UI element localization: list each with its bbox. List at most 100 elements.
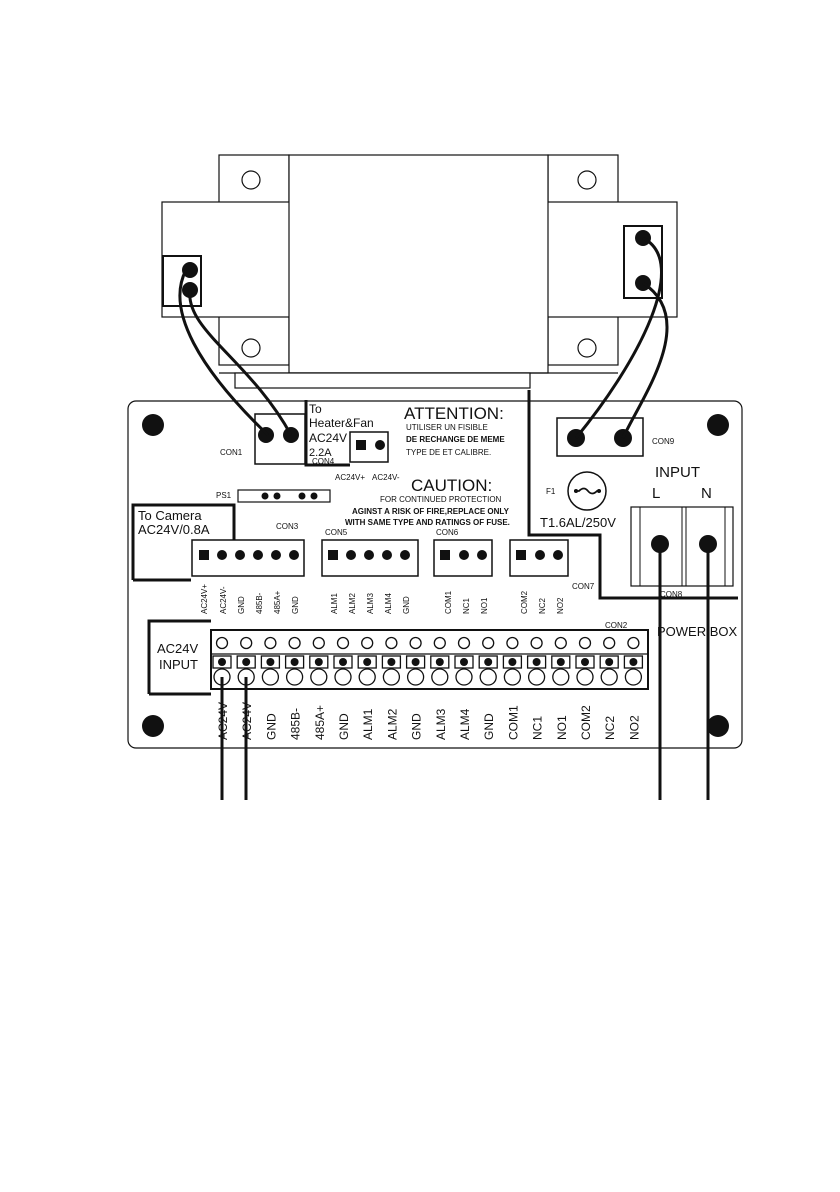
- con3-pin-label: AC24V-: [219, 586, 228, 614]
- power-input: INPUT L N CON8: [630, 464, 734, 599]
- ac-input-label: AC24V INPUT: [147, 619, 211, 696]
- con6-pin-label: NO1: [480, 597, 489, 614]
- con7-connector: CON7 COM2 NC2 NO2: [509, 539, 595, 614]
- con4-pin-label: AC24V-: [372, 473, 400, 482]
- terminal-contact: [290, 658, 299, 666]
- fuse-f1: F1 T1.6AL/250V: [540, 471, 616, 530]
- mount-hole: [707, 715, 729, 737]
- terminal-wire-entry: [600, 668, 618, 686]
- terminal-contact: [314, 658, 323, 666]
- con3-pin-label: AC24V+: [200, 584, 209, 614]
- con5-pin-label: ALM4: [384, 593, 393, 614]
- con7-label: CON7: [572, 582, 595, 591]
- mount-hole: [241, 338, 261, 358]
- terminal-label: GND: [337, 713, 351, 740]
- terminal-label: GND: [264, 713, 278, 740]
- fuse-icon: [574, 487, 601, 495]
- camera-label: To Camera AC24V/0.8A: [131, 503, 236, 582]
- terminal-position: [454, 636, 474, 686]
- wire: [621, 281, 669, 439]
- power-box-label: POWER BOX: [657, 624, 738, 639]
- attention-notice: ATTENTION: UTILISER UN FISIBLE DE RECHAN…: [404, 404, 505, 457]
- terminal-label: COM2: [579, 705, 593, 740]
- terminal-position: [357, 636, 377, 686]
- terminal-contact: [387, 658, 396, 666]
- con4-connector: CON4 AC24V+ AC24V-: [312, 431, 400, 482]
- terminal-position: [575, 636, 595, 686]
- caution-line1: FOR CONTINUED PROTECTION: [380, 495, 502, 504]
- input-n-label: N: [701, 485, 712, 502]
- terminal-position: [599, 636, 619, 686]
- con8-label: CON8: [660, 590, 683, 599]
- terminal-label: 485B-: [289, 708, 303, 740]
- wire: [574, 236, 663, 439]
- terminal-screw: [336, 636, 350, 650]
- terminal-label: ALM4: [458, 708, 472, 740]
- terminal-label: GND: [482, 713, 496, 740]
- terminal-label: ALM2: [385, 708, 399, 740]
- terminal-wire-entry: [455, 668, 473, 686]
- camera-line1: To Camera: [138, 508, 202, 523]
- con9-label: CON9: [652, 437, 675, 446]
- terminal-label: AC24V: [216, 702, 230, 740]
- heater-line4: 2.2A: [309, 447, 332, 459]
- terminal-position: [333, 636, 353, 686]
- terminal-contact: [581, 658, 589, 666]
- ps1-label: PS1: [216, 491, 232, 500]
- con3-pin-label: 485A+: [273, 590, 282, 614]
- attention-line1: UTILISER UN FISIBLE: [406, 423, 488, 432]
- terminal-label: ALM3: [434, 708, 448, 740]
- con6-pin-label: COM1: [444, 590, 453, 614]
- terminal-position: [309, 636, 329, 686]
- terminal-wire-entry: [431, 668, 449, 686]
- con3-connector: CON3 AC24V+ AC24V- GND 485B- 485A+ GND: [191, 522, 305, 614]
- con7-pin-label: NO2: [556, 597, 565, 614]
- con3-label: CON3: [276, 522, 299, 531]
- mount-hole: [707, 414, 729, 436]
- ac-input-line1: AC24V: [157, 641, 199, 656]
- mount-hole: [241, 170, 261, 190]
- terminal-wire-entry: [527, 668, 546, 686]
- terminal-label: NC2: [603, 716, 617, 740]
- transformer-lower-strip: [234, 372, 531, 389]
- terminal-position: [284, 636, 305, 686]
- terminal-screw: [482, 636, 495, 650]
- terminal-position: [551, 636, 571, 686]
- terminal-contact: [218, 658, 226, 666]
- terminal-position: [502, 636, 523, 686]
- attention-line3: TYPE DE ET CALIBRE.: [406, 448, 491, 457]
- terminal-label: NO2: [627, 715, 641, 740]
- con5-connector: CON5 ALM1 ALM2 ALM3 ALM4 GND: [321, 528, 419, 614]
- terminal-label: NC1: [531, 716, 545, 740]
- input-l-label: L: [652, 485, 660, 502]
- terminal-position: [381, 636, 402, 686]
- con4-pin-label: AC24V+: [335, 473, 365, 482]
- con6-pin-label: NC1: [462, 597, 471, 614]
- heater-line3: AC24V: [309, 431, 347, 445]
- heater-line2: Heater&Fan: [309, 416, 374, 430]
- terminal-contact: [363, 658, 372, 666]
- transformer: [161, 154, 678, 389]
- caution-title: CAUTION:: [411, 476, 492, 495]
- camera-line2: AC24V/0.8A: [138, 522, 210, 537]
- terminal-wire-entry: [624, 668, 643, 686]
- heater-fan-label: To Heater&Fan AC24V 2.2A: [304, 400, 374, 467]
- terminal-position: [478, 636, 498, 686]
- terminal-label: AC24V: [240, 702, 254, 740]
- terminal-wire-entry: [503, 668, 522, 686]
- wire: [188, 289, 293, 436]
- terminal-contact: [508, 658, 517, 666]
- terminal-screw: [361, 636, 374, 650]
- terminal-screw: [433, 636, 446, 650]
- terminal-screw: [578, 636, 592, 650]
- terminal-contact: [605, 658, 614, 666]
- terminal-wire-entry: [310, 668, 328, 686]
- con6-label: CON6: [436, 528, 459, 537]
- terminal-wire-entry: [285, 668, 304, 686]
- mount-hole: [142, 414, 164, 436]
- ac-input-line2: INPUT: [159, 657, 198, 672]
- terminal-contact: [411, 658, 420, 666]
- terminal-screw: [385, 636, 398, 650]
- terminal-screw: [627, 636, 640, 650]
